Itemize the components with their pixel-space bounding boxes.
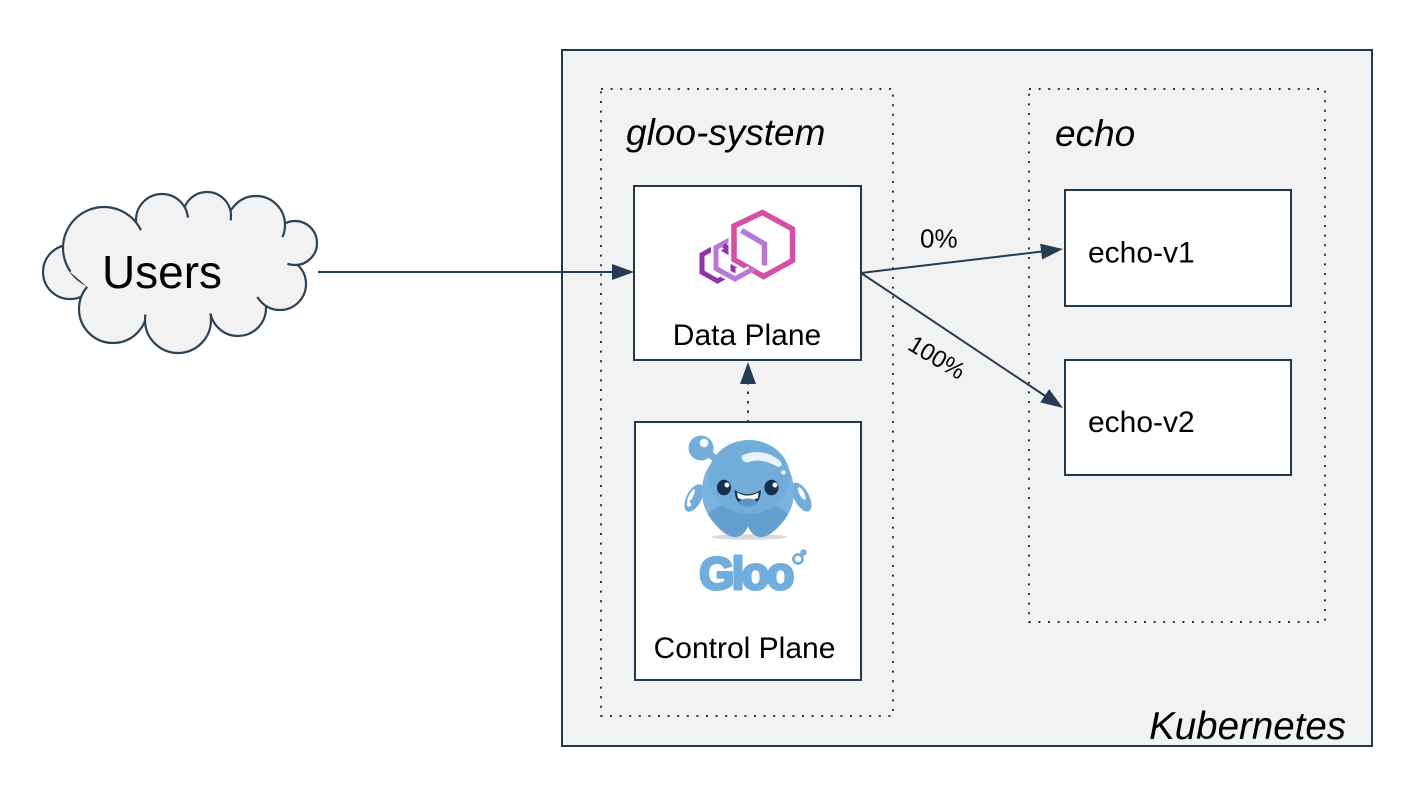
svg-text:echo: echo [1055,113,1135,154]
svg-text:Data Plane: Data Plane [673,319,821,352]
svg-text:Kubernetes: Kubernetes [1149,705,1346,748]
svg-text:echo-v2: echo-v2 [1088,406,1195,439]
svg-text:echo-v1: echo-v1 [1088,237,1195,270]
svg-text:Gloo: Gloo [699,548,792,599]
svg-text:gloo-system: gloo-system [626,112,825,153]
svg-text:Users: Users [102,246,222,298]
svg-text:0%: 0% [920,224,958,254]
svg-text:Control Plane: Control Plane [654,632,836,665]
